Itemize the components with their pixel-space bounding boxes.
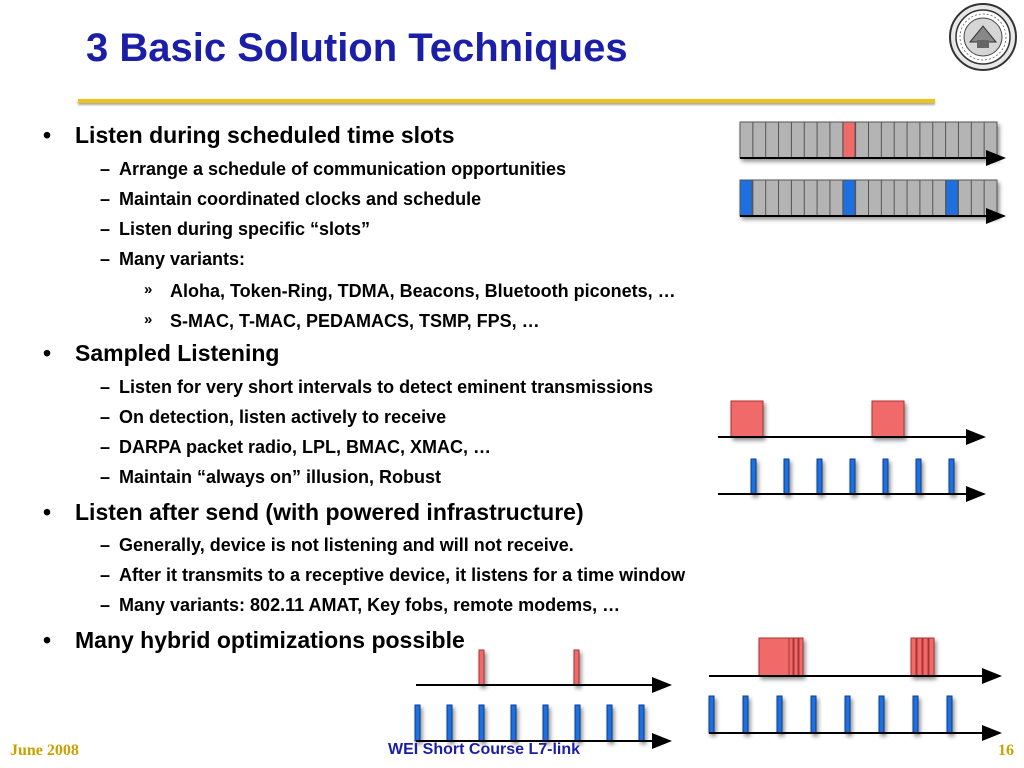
university-seal-icon — [949, 3, 1017, 71]
sampled-listening-tx — [730, 400, 905, 438]
subbullet: – After it transmits to a receptive devi… — [100, 565, 686, 586]
listen-pulse — [542, 704, 549, 742]
slot-strip-schedule — [739, 121, 998, 159]
subbullet: – On detection, listen actively to recei… — [100, 407, 447, 428]
subbullet-text: Maintain “always on” illusion, Robust — [119, 467, 442, 487]
subbullet-text: Listen during specific “slots” — [119, 219, 371, 239]
slot-strip-beacons — [739, 179, 998, 217]
bullet-marker: • — [43, 122, 52, 148]
dash-marker: – — [100, 377, 111, 397]
dash-marker: – — [100, 159, 111, 179]
dash-marker: – — [100, 595, 111, 615]
subbullet-text: Generally, device is not listening and w… — [119, 535, 574, 555]
listen-pulse — [816, 458, 823, 495]
bullet-marker: • — [43, 340, 52, 366]
bullet-text: Sampled Listening — [75, 340, 280, 366]
dash-marker: – — [100, 467, 111, 487]
listen-pulse — [510, 704, 517, 742]
listen-pulse — [478, 704, 485, 742]
title-underline — [78, 99, 935, 103]
subbullet-text: Many variants: — [119, 249, 246, 269]
hybrid-left-tx — [478, 649, 580, 686]
bullet-marker: • — [43, 627, 52, 653]
listen-pulse — [776, 695, 783, 734]
footer-date: June 2008 — [10, 742, 79, 759]
bullet-scheduled-slots: • Listen during scheduled time slots — [43, 122, 455, 149]
slide-title: 3 Basic Solution Techniques — [86, 26, 628, 70]
subbullet: – Listen during specific “slots” — [100, 219, 371, 240]
sub-subbullet-text: Aloha, Token-Ring, TDMA, Beacons, Blueto… — [170, 281, 676, 301]
dash-marker: – — [100, 219, 111, 239]
dash-marker: – — [100, 407, 111, 427]
subbullet: – Generally, device is not listening and… — [100, 535, 574, 556]
subbullet-text: DARPA packet radio, LPL, BMAC, XMAC, … — [119, 437, 492, 457]
sub-subbullet-text: S-MAC, T-MAC, PEDAMACS, TSMP, FPS, … — [170, 311, 540, 331]
dash-marker: – — [100, 189, 111, 209]
subbullet: – DARPA packet radio, LPL, BMAC, XMAC, … — [100, 437, 492, 458]
sub-subbullet: » Aloha, Token-Ring, TDMA, Beacons, Blue… — [144, 281, 676, 302]
footer-course: WEI Short Course L7-link — [388, 741, 581, 758]
subbullet: – Many variants: 802.11 AMAT, Key fobs, … — [100, 595, 621, 616]
subbullet-text: Listen for very short intervals to detec… — [119, 377, 654, 397]
subbullet: – Maintain coordinated clocks and schedu… — [100, 189, 482, 210]
bullet-sampled-listening: • Sampled Listening — [43, 340, 280, 367]
listen-pulse — [742, 695, 749, 734]
subbullet: – Maintain “always on” illusion, Robust — [100, 467, 442, 488]
footer-page-number: 16 — [998, 742, 1014, 759]
hybrid-right-polls — [708, 695, 953, 734]
subbullet-marker: » — [144, 281, 153, 298]
subbullet: – Listen for very short intervals to det… — [100, 377, 654, 398]
hybrid-right-tx — [758, 637, 935, 677]
listen-pulse — [882, 458, 889, 495]
dash-marker: – — [100, 565, 111, 585]
sub-subbullet: » S-MAC, T-MAC, PEDAMACS, TSMP, FPS, … — [144, 311, 540, 332]
listen-pulse — [750, 458, 757, 495]
listen-pulse — [948, 458, 955, 495]
listen-pulse — [638, 704, 645, 742]
subbullet-text: Many variants: 802.11 AMAT, Key fobs, re… — [119, 595, 621, 615]
bullet-text: Many hybrid optimizations possible — [75, 627, 465, 653]
listen-pulse — [912, 695, 919, 734]
subbullet-text: After it transmits to a receptive device… — [119, 565, 686, 585]
dash-marker: – — [100, 249, 111, 269]
listen-pulse — [708, 695, 715, 734]
listen-pulse — [915, 458, 922, 495]
listen-pulse — [446, 704, 453, 742]
subbullet-marker: » — [144, 311, 153, 328]
listen-pulse — [810, 695, 817, 734]
bullet-listen-after-send: • Listen after send (with powered infras… — [43, 499, 584, 526]
dash-marker: – — [100, 535, 111, 555]
listen-pulse — [849, 458, 856, 495]
listen-pulse — [878, 695, 885, 734]
bullet-text: Listen after send (with powered infrastr… — [75, 499, 584, 525]
hybrid-left-polls — [414, 704, 645, 742]
subbullet-text: Maintain coordinated clocks and schedule — [119, 189, 482, 209]
listen-pulse — [946, 695, 953, 734]
bullet-hybrid: • Many hybrid optimizations possible — [43, 627, 465, 654]
subbullet: – Many variants: — [100, 249, 246, 270]
listen-pulse — [844, 695, 851, 734]
subbullet-text: Arrange a schedule of communication oppo… — [119, 159, 567, 179]
listen-pulse — [783, 458, 790, 495]
listen-pulse — [414, 704, 421, 742]
bullet-marker: • — [43, 499, 52, 525]
subbullet: – Arrange a schedule of communication op… — [100, 159, 567, 180]
listen-pulse — [606, 704, 613, 742]
subbullet-text: On detection, listen actively to receive — [119, 407, 447, 427]
listen-pulse — [574, 704, 581, 742]
sampled-listening-polls — [750, 458, 955, 495]
bullet-text: Listen during scheduled time slots — [75, 122, 455, 148]
dash-marker: – — [100, 437, 111, 457]
